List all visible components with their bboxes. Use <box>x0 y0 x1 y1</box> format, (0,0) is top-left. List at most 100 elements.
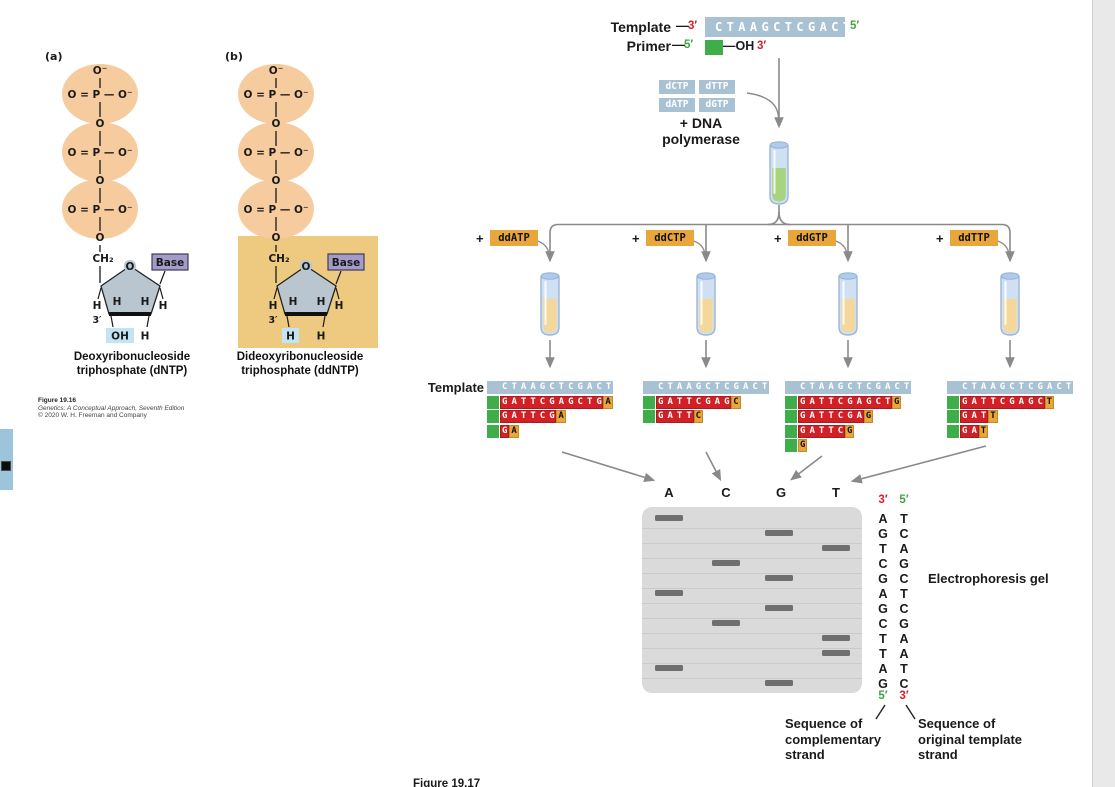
phosphate-group: O = P — O⁻ <box>67 204 132 216</box>
primer-label: Primer <box>626 38 671 54</box>
to-lane-g-arrow <box>790 455 823 481</box>
dash: — <box>672 37 685 52</box>
dash: — <box>676 18 689 33</box>
sequence-letter: G <box>878 602 888 616</box>
label-line: Sequence of <box>918 716 996 731</box>
three-prime-label: 3′ <box>268 315 278 326</box>
atom-h: H <box>141 296 150 308</box>
lane-label-a: A <box>664 485 674 500</box>
five-prime: 5′ <box>850 20 860 32</box>
side-panel-button[interactable] <box>1 461 11 471</box>
hydroxyl-label: OH <box>111 331 129 343</box>
five-prime: 5′ <box>878 690 888 702</box>
ddttp-label: ddTTP <box>950 230 998 246</box>
primer-cell <box>947 410 960 423</box>
gel-band <box>765 605 793 611</box>
electrophoresis-gel-label: Electrophoresis gel <box>928 571 1049 586</box>
template-sequence-box: CTAAGCTCGACT <box>705 17 850 37</box>
strand-sequence: GAT <box>960 410 991 423</box>
atom-o: O <box>96 175 105 187</box>
ddntp-name-label: Dideoxyribonucleoside triphosphate (ddNT… <box>210 350 390 378</box>
lane-label-g: G <box>775 485 787 500</box>
terminator-cell: C <box>693 410 703 423</box>
terminator-cell: T <box>988 410 998 423</box>
label-line: Sequence of <box>785 716 863 731</box>
dgtp-box: dGTP <box>699 98 735 112</box>
atom-h: H <box>93 300 102 312</box>
dntp-structure: (a) O⁻ O = P — O⁻ O O = P — O⁻ O O = P —… <box>45 50 189 343</box>
test-tube <box>769 141 789 205</box>
atom-o: O <box>272 118 281 130</box>
sequence-letter: A <box>899 542 909 556</box>
gel-band <box>765 575 793 581</box>
terminator-cell: T <box>978 424 989 438</box>
base-label: Base <box>332 257 360 269</box>
figure-caption: Figure 19.16 Genetics: A Conceptual Appr… <box>38 397 184 420</box>
atom-h: H <box>317 296 326 308</box>
atom-o: O <box>272 175 281 187</box>
lane-label-t: T <box>832 485 840 500</box>
gel-gridline <box>642 528 862 529</box>
gel-gridline <box>642 678 862 679</box>
copyright: © 2020 W. H. Freeman and Company <box>38 412 147 419</box>
primer-cell <box>947 395 960 409</box>
gel-band <box>655 665 683 671</box>
label-line: strand <box>785 747 825 762</box>
scrollbar[interactable] <box>1092 0 1115 787</box>
primer-cell <box>487 395 500 409</box>
strand-sequence: GATTCG <box>500 410 559 423</box>
gel-band <box>655 515 683 521</box>
to-lane-t-arrow <box>850 445 987 484</box>
to-lane-a-arrow <box>561 451 656 482</box>
three-prime: 3′ <box>899 690 909 702</box>
sequence-letter: T <box>879 542 887 556</box>
phosphate-circle <box>238 179 314 239</box>
oh-label: —OH <box>723 39 755 53</box>
base-label: Base <box>156 257 184 269</box>
label-line: triphosphate (ddNTP) <box>241 365 359 377</box>
sugar-ring <box>100 265 161 315</box>
phosphate-circle <box>62 122 138 182</box>
strand-sequence: GATTCGAG <box>656 395 734 409</box>
atom-o: O <box>96 232 105 244</box>
synthesized-strand-row: G <box>785 439 911 452</box>
figure-number: Figure 19.16 <box>38 397 76 404</box>
side-panel-handle[interactable] <box>0 429 13 490</box>
label-line: triphosphate (dNTP) <box>76 365 188 377</box>
ddgtp-label: ddGTP <box>788 230 836 246</box>
primer-box <box>705 40 723 55</box>
book-title: Genetics: A Conceptual Approach, Seventh… <box>38 404 185 412</box>
label-line: strand <box>918 747 958 762</box>
gel-gridline <box>642 618 862 619</box>
sequence-letter: T <box>879 632 887 646</box>
next-figure-label: Figure 19.17 <box>413 778 481 787</box>
dntp-group: dCTP dTTP dATP dGTP <box>659 80 735 112</box>
primer-cell <box>785 410 798 423</box>
dna-polymerase-label: + DNA polymerase <box>649 115 753 147</box>
dideoxy-h-highlight <box>282 328 299 343</box>
dntp-name-label: Deoxyribonucleoside triphosphate (dNTP) <box>40 350 224 378</box>
dttp-box: dTTP <box>699 80 735 94</box>
primer-cell <box>487 424 500 438</box>
sequence-letter: C <box>899 572 909 586</box>
polymerase-line: polymerase <box>662 130 740 147</box>
primer-cell <box>785 395 798 409</box>
sequence-letter: T <box>900 512 908 526</box>
to-lane-c-arrow <box>705 451 722 482</box>
sugar-ring <box>276 265 337 315</box>
terminator-cell: T <box>1044 395 1054 409</box>
terminator-cell: A <box>556 410 566 423</box>
ddntp-structure: (b) O⁻ O = P — O⁻ O O = P — O⁻ O O = P —… <box>225 50 365 343</box>
test-tube <box>696 272 716 336</box>
gel-gridline <box>642 603 862 604</box>
phosphate-group: O = P — O⁻ <box>67 147 132 159</box>
